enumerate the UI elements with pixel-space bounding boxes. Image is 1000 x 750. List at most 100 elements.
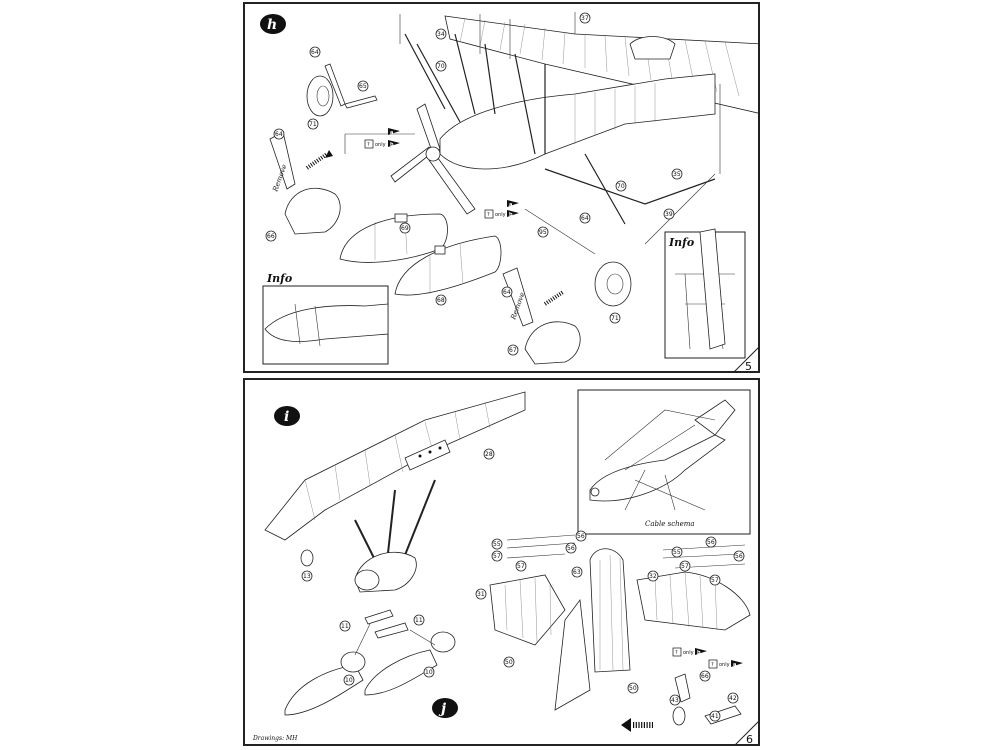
part-callout: 43	[669, 694, 681, 706]
landing-gear	[354, 479, 436, 593]
wheel-spat-left	[269, 131, 341, 235]
svg-text:b: b	[697, 650, 701, 656]
struts	[404, 33, 716, 225]
bomb-right	[364, 631, 456, 696]
part-callout: 55	[491, 538, 503, 550]
svg-text:a: a	[733, 662, 736, 668]
svg-text:a: a	[509, 202, 512, 208]
svg-text:50: 50	[505, 659, 513, 666]
svg-text:41: 41	[711, 713, 719, 720]
svg-text:64: 64	[311, 49, 319, 56]
remove-arrow-right	[543, 290, 565, 306]
wheel-spat-right	[502, 267, 581, 365]
svg-text:64: 64	[275, 131, 283, 138]
propeller	[390, 103, 476, 215]
svg-text:?: ?	[367, 142, 370, 148]
part-callout: 63	[571, 566, 583, 578]
svg-text:?: ?	[675, 650, 678, 656]
drawings-credit: Drawings: MH	[252, 735, 298, 742]
variant-marker-top: ? only b a	[364, 128, 400, 149]
part-callout: 70	[615, 180, 627, 192]
part-callout: 64	[273, 128, 285, 140]
part-callout: 57	[515, 560, 527, 572]
fuselage-panel	[404, 439, 451, 471]
page-6-drawing: i j Cable schema	[252, 389, 758, 746]
instruction-page-6: i j Cable schema	[243, 378, 760, 746]
part-callout: 56	[705, 536, 717, 548]
svg-text:66: 66	[701, 673, 709, 680]
step-h-badge	[260, 14, 286, 34]
part-callout: 56	[565, 542, 577, 554]
gear-leg-left-top	[306, 63, 378, 117]
svg-text:a: a	[390, 130, 393, 136]
part-callout: 66	[265, 230, 277, 242]
lower-wing	[264, 391, 526, 541]
svg-text:63: 63	[573, 569, 581, 576]
svg-text:37: 37	[581, 15, 589, 22]
part-callout: 68	[435, 294, 447, 306]
part-callouts: 28 13 11 11 10 10 55 56 57 56 57 63 31 5…	[301, 448, 745, 722]
float-68	[394, 235, 502, 296]
part-callout: 11	[413, 614, 425, 626]
svg-text:64: 64	[503, 289, 511, 296]
svg-text:32: 32	[649, 573, 657, 580]
info-label-left: Info	[266, 272, 292, 285]
part-callout: 69	[399, 222, 411, 234]
part-callout: 50	[627, 682, 639, 694]
page-number: 6	[746, 733, 753, 746]
float-69	[339, 213, 448, 263]
step-i-label: i	[284, 409, 289, 425]
part-callout: 56	[733, 550, 745, 562]
part-callout: 64	[309, 46, 321, 58]
svg-text:67: 67	[509, 347, 517, 354]
remove-arrow-left	[305, 150, 333, 170]
part-callout: 10	[423, 666, 435, 678]
svg-text:70: 70	[437, 63, 445, 70]
svg-text:11: 11	[341, 623, 349, 630]
part-callout: 66	[699, 670, 711, 682]
bomb-racks	[354, 609, 436, 656]
svg-text:71: 71	[611, 315, 619, 322]
svg-text:57: 57	[711, 577, 719, 584]
vertical-fin	[554, 548, 631, 711]
part-callout: 50	[503, 656, 515, 668]
svg-text:13: 13	[303, 573, 311, 580]
part-callout: 57	[709, 574, 721, 586]
variant-marker-page6: ? only b ? only a	[672, 647, 743, 669]
svg-text:11: 11	[415, 617, 423, 624]
part-callout: 37	[579, 12, 591, 24]
svg-text:28: 28	[485, 451, 493, 458]
part-callout: 57	[491, 550, 503, 562]
svg-text:only: only	[719, 662, 730, 668]
step-j-badge	[432, 698, 458, 718]
part-callout: 64	[579, 212, 591, 224]
svg-text:56: 56	[577, 533, 585, 540]
svg-text:b: b	[509, 212, 513, 218]
svg-text:b: b	[390, 142, 394, 148]
svg-text:only: only	[495, 212, 506, 218]
cable-schema-label: Cable schema	[645, 520, 695, 528]
svg-text:35: 35	[673, 171, 681, 178]
svg-text:70: 70	[617, 183, 625, 190]
cable-schema-inset	[577, 389, 751, 535]
info-inset-right	[664, 228, 746, 359]
svg-text:57: 57	[517, 563, 525, 570]
svg-text:56: 56	[707, 539, 715, 546]
part-callout: 42	[727, 692, 739, 704]
part-callout: 28	[483, 448, 495, 460]
part-callout: 67	[507, 344, 519, 356]
part-callout: 34	[435, 28, 447, 40]
assembly-arrows	[344, 12, 721, 255]
svg-text:65: 65	[359, 83, 367, 90]
svg-text:43: 43	[671, 697, 679, 704]
svg-text:only: only	[375, 142, 386, 148]
part-callout: 31	[475, 588, 487, 600]
variant-marker-mid: ? only b a	[484, 200, 519, 219]
svg-text:66: 66	[267, 233, 275, 240]
svg-text:68: 68	[437, 297, 445, 304]
part-callout: 57	[679, 560, 691, 572]
page-number-corner	[735, 721, 758, 744]
svg-text:only: only	[683, 650, 694, 656]
part-callout: 56	[575, 530, 587, 542]
svg-text:57: 57	[493, 553, 501, 560]
